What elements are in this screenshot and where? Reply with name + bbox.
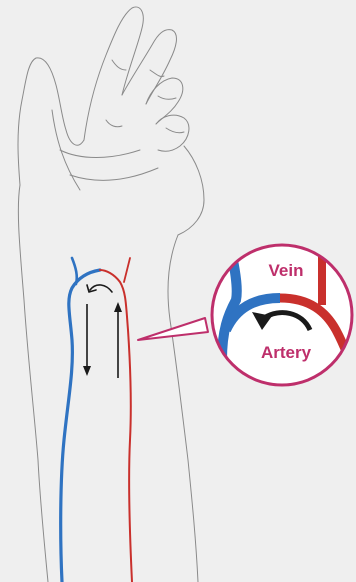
thumb-inner — [66, 130, 84, 145]
callout-pointer — [138, 318, 208, 340]
palm-crease-2 — [70, 168, 158, 180]
thumb-base-crease — [52, 110, 80, 190]
ring-finger-crease — [158, 96, 176, 99]
artery-upper-branch — [124, 258, 130, 282]
index-finger-crease — [112, 60, 126, 70]
curved-arrow-icon — [87, 285, 112, 292]
palm-crease-1 — [60, 150, 140, 158]
little-finger-crease — [166, 128, 184, 133]
artery-label: Artery — [261, 343, 312, 362]
vein-vessel — [61, 270, 100, 582]
arrow-down-icon — [83, 304, 91, 376]
arrow-up-icon — [114, 302, 122, 378]
finger-gap-1 — [106, 120, 122, 127]
hand-outline — [18, 7, 204, 582]
forearm-right-edge — [168, 235, 198, 582]
vein-upper-branch — [72, 258, 77, 284]
artery-vessel — [100, 270, 132, 582]
palm-right-edge — [178, 146, 204, 235]
thumb-outline — [18, 58, 66, 185]
forearm-left-edge — [18, 185, 48, 582]
vein-label: Vein — [269, 261, 304, 280]
